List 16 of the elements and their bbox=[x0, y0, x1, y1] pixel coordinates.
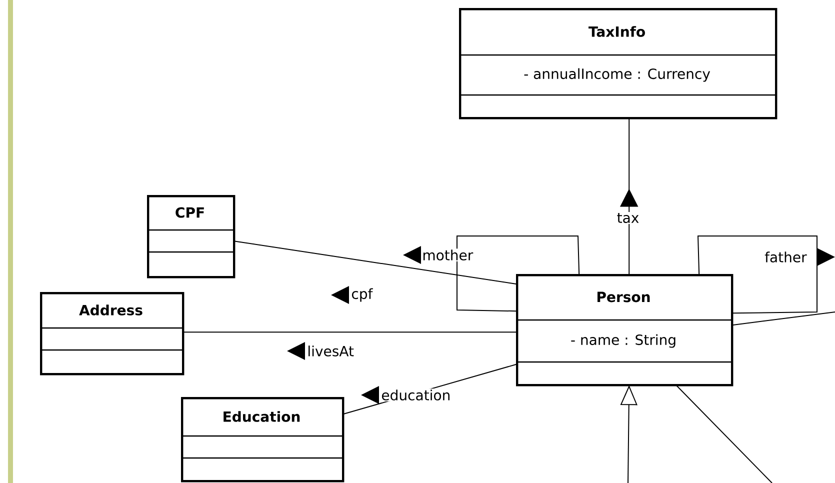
edge-label: education bbox=[380, 388, 452, 402]
association-line bbox=[698, 236, 818, 314]
class-box: Address bbox=[40, 292, 184, 376]
association-line bbox=[732, 312, 835, 326]
class-box: Person - name : String bbox=[516, 274, 734, 386]
edge-label: father bbox=[764, 250, 808, 264]
association-line bbox=[234, 240, 518, 285]
class-box: TaxInfo - annualIncome : Currency bbox=[459, 8, 778, 120]
edge-label: livesAt bbox=[306, 344, 355, 358]
edge-label: mother bbox=[421, 248, 474, 262]
association-line bbox=[676, 384, 772, 483]
class-box: CPF bbox=[147, 195, 236, 278]
association-line bbox=[182, 332, 518, 333]
class-box: Education bbox=[181, 397, 344, 482]
association-line bbox=[456, 236, 580, 312]
edge-label: cpf bbox=[350, 287, 374, 303]
